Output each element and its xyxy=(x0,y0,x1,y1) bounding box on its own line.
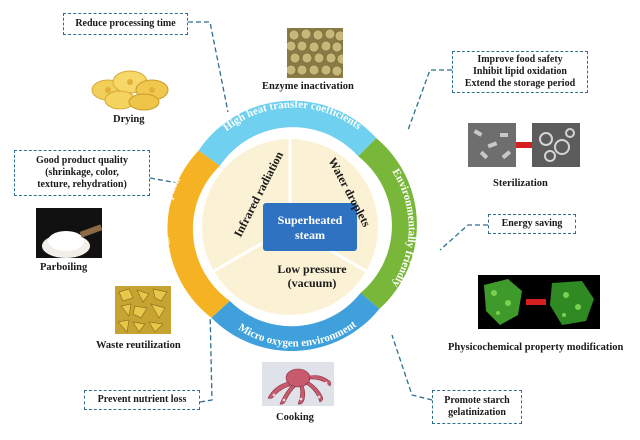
quality-text-3: texture, rehydration) xyxy=(37,179,127,190)
core-title-2: steam xyxy=(295,228,325,242)
cooking-label: Cooking xyxy=(276,412,314,423)
physicochemical-photo xyxy=(478,275,600,329)
sterilization-photo xyxy=(468,123,580,167)
safety-text-3: Extend the storage period xyxy=(464,78,576,89)
parboiling-photo xyxy=(36,208,102,258)
sterilization-label: Sterilization xyxy=(493,178,548,189)
connector-nutrient xyxy=(199,309,213,403)
box-nutrient: Prevent nutrient loss xyxy=(84,390,200,410)
waste-photo xyxy=(115,286,171,334)
connector-starch xyxy=(391,334,433,401)
waste-label: Waste reutilization xyxy=(96,340,181,351)
starch-text-2: gelatinization xyxy=(448,407,506,418)
core-title-1: Superheated xyxy=(278,213,343,227)
safety-text-1: Improve food safety xyxy=(477,54,563,65)
ring-segment-top xyxy=(198,100,377,166)
box-safety: Improve food safety Inhibit lipid oxidat… xyxy=(452,51,588,93)
reduce-time-text: Reduce processing time xyxy=(75,18,176,29)
box-energy-saving: Energy saving xyxy=(488,214,576,234)
physicochemical-label: Physicochemical property modification xyxy=(448,342,624,353)
starch-text-1: Promote starch xyxy=(444,395,510,406)
ring-segment-left xyxy=(167,150,230,318)
drying-label: Drying xyxy=(113,114,145,125)
box-quality: Good product quality (shrinkage, color, … xyxy=(14,150,150,196)
nutrient-text: Prevent nutrient loss xyxy=(97,394,187,405)
quality-text-1: Good product quality xyxy=(35,155,129,166)
quality-text-2: (shrinkage, color, xyxy=(45,167,119,178)
safety-text-2: Inhibit lipid oxidation xyxy=(473,66,567,77)
cooking-photo xyxy=(262,362,334,406)
energy-saving-text: Energy saving xyxy=(501,218,563,229)
core-box xyxy=(263,203,357,251)
drying-photo xyxy=(88,60,174,112)
box-starch: Promote starch gelatinization xyxy=(432,390,522,424)
pressure-label-1: Low pressure xyxy=(277,262,347,276)
enzyme-photo xyxy=(287,28,343,78)
pressure-label-2: (vacuum) xyxy=(288,276,337,290)
parboiling-label: Parboiling xyxy=(40,262,88,273)
connector-reduce-time xyxy=(188,21,229,113)
connector-energy xyxy=(439,224,488,251)
enzyme-label: Enzyme inactivation xyxy=(262,81,354,92)
connector-safety xyxy=(407,69,452,131)
ring-segment-right xyxy=(358,138,417,309)
ring-segment-bottom xyxy=(211,292,380,352)
box-reduce-time: Reduce processing time xyxy=(63,13,188,35)
